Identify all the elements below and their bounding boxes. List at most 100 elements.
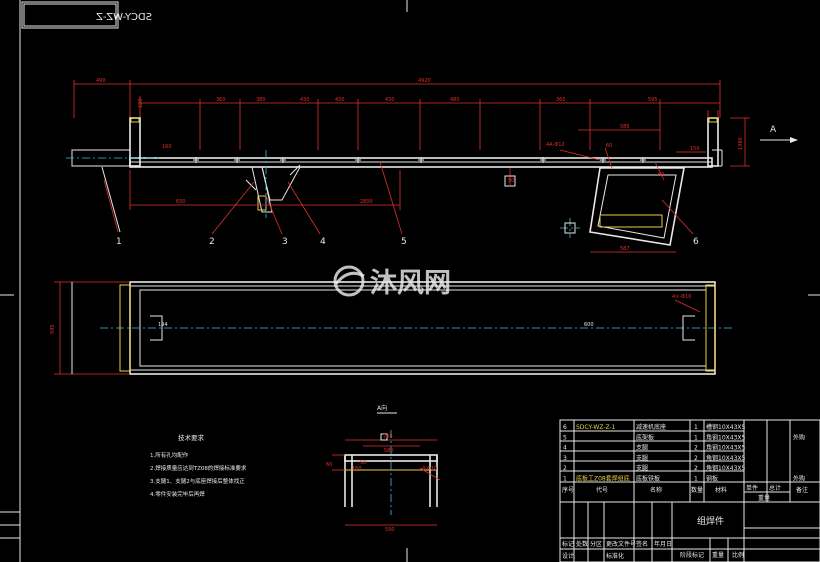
section-title: A向 [377,404,387,412]
dim-plan-holes: 4×-Φ10 [672,294,691,300]
part-numbers: 1 2 3 4 5 6 [116,237,699,247]
bom-cell-note: 外购 [793,475,805,483]
bom-cell-qty: 2 [694,465,698,472]
bom-col-mat: 材料 [715,486,727,494]
bom-col-note: 备注 [796,486,808,494]
dim-90: 90 [508,178,514,184]
tech-note-1: 1.所有孔均配作 [150,451,189,459]
tb-weight: 重量 [712,551,724,559]
dim-595: 595 [648,97,658,103]
technical-notes: 技术要求 1.所有孔均配作 2.焊接质量应达到TZ08的焊接标准要求 3.支腿1… [150,433,247,498]
part-number-2: 2 [209,237,215,247]
bom-cell-qty: 2 [694,445,698,452]
bom-cell-code: 底板工Z08套焊组底 [576,475,630,483]
dim-480: 480 [450,97,460,103]
title-block-text: 组焊件 标记 处数 分区 更改文件号 签名 年月日 阶段标记 重量 比例 设计 … [562,515,744,560]
tech-notes-heading: 技术要求 [178,433,205,442]
tb-date: 年月日 [654,540,672,548]
bom-header: 序号 代号 名称 数量 材料 单件 总计 重量 备注 [562,484,808,502]
tb-sign: 签名 [636,540,648,548]
bom-cell-mat: 钢板 [706,475,718,483]
dim-sec-50: 50 [360,460,366,466]
tb-zone: 分区 [590,540,602,548]
tech-note-2: 2.焊接质量应达到TZ08的焊接标准要求 [150,464,247,472]
tb-scale: 比例 [732,551,744,559]
bom-cell-mat: 角钢10X43X5 [706,444,745,452]
part-name: 组焊件 [697,515,724,527]
tech-note-4: 4.零件安装完毕后再焊 [150,490,205,498]
bom-col-code: 代号 [596,486,608,494]
bom-cell-qty: 1 [694,424,698,431]
bom-cell-note: 外购 [793,433,805,441]
dim-150: 150 [690,146,700,152]
dim-sec-590: 590 [385,527,395,533]
part-number-4: 4 [320,237,326,247]
bom-col-no: 序号 [562,486,574,494]
drawing-number: SDCY-WZ-Z [96,12,152,23]
tech-note-3: 3.支腿1、支腿2与底座焊接后整体找正 [150,477,245,485]
dim-360-b: 360 [556,97,566,103]
dim-430-b: 430 [335,97,345,103]
dim-sec-580: 580 [384,448,394,454]
section-a-dimensions: A向 700 580 160 60 4-Φ10 50 590 [326,404,437,533]
bom-cell-name: 支腿 [636,454,648,462]
watermark: 沐风网 [333,265,451,299]
part-number-5: 5 [401,237,407,247]
bom-cell-name: 底板铁板 [636,475,660,483]
tb-change-doc: 更改文件号 [606,540,636,548]
section-a-view [332,412,441,526]
dim-sec-160: 160 [352,466,362,472]
dim-hole: 4A-Φ12 [546,142,565,148]
dim-180: 180 [138,98,144,108]
bom-col-weight: 重量 [758,494,770,502]
elevation-dimensions: 490 4920 360 380 430 430 430 480 360 595… [96,78,777,252]
part-number-6: 6 [693,237,699,247]
tb-standard: 标准化 [606,552,624,560]
dim-plan-595: 595 [50,324,56,334]
dim-160: 160 [162,144,172,150]
bom-cell-mat: 角钢10X43X5 [706,454,745,462]
bom-cell-name: 减速机底座 [636,423,666,431]
bom-col-unit: 单件 [746,484,758,492]
title-block [559,501,820,562]
watermark-text: 沐风网 [370,268,451,299]
dim-plan-194: 194 [158,322,168,328]
part-number-3: 3 [282,237,288,247]
dim-sec-60: 60 [326,462,332,468]
bom-cell-qty: 1 [694,476,698,483]
elevation-view [66,80,798,253]
bom-cell-no: 1 [563,476,567,483]
tb-design: 设计 [562,552,574,560]
bom-cell-no: 3 [563,455,567,462]
dim-380: 380 [256,97,266,103]
plan-dimensions: 595 4×-Φ10 194 600 [50,294,691,334]
dim-490: 490 [96,78,106,84]
bom-cell-mat: 角钢10X43X5 [706,433,745,441]
dim-650: 650 [176,199,186,205]
dim-587: 587 [620,246,630,252]
dim-430-a: 430 [300,97,310,103]
bom-col-name: 名称 [650,486,662,494]
tb-count: 处数 [576,540,588,548]
bom-table [559,419,820,503]
dim-plan-600: 600 [584,322,594,328]
bom-cell-name: 支腿 [636,444,648,452]
bom-cell-mat: 角钢10X43X5 [706,464,745,472]
dim-585: 585 [620,124,630,130]
bom-cell-no: 5 [563,434,567,441]
part-number-1: 1 [116,237,122,247]
bom-cell-qty: 1 [694,434,698,441]
bom-cell-name: 支腿 [636,464,648,472]
dim-60-b: 60 [658,172,664,178]
dim-2800: 2800 [360,199,373,205]
dim-1380: 1380 [738,137,744,150]
tb-stage: 阶段标记 [680,551,704,559]
dim-sec-700: 700 [383,434,393,440]
bom-col-total: 总计 [769,484,781,492]
dim-360: 360 [216,97,226,103]
tb-mark: 标记 [562,540,574,548]
bom-cell-mat: 槽钢10X43X5 [706,423,745,431]
